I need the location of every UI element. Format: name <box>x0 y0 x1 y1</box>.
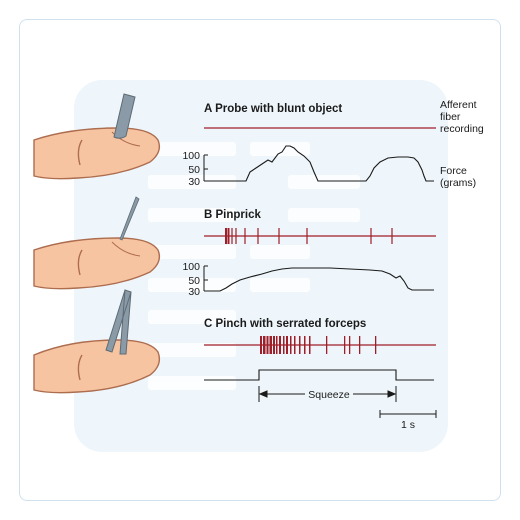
afferent-label-line1: Afferent <box>440 99 477 111</box>
panel-a-force-trace <box>208 145 434 182</box>
finger-a <box>33 127 161 180</box>
time-scale-label: 1 s <box>401 419 415 431</box>
panel-c-title: C Pinch with serrated forceps <box>204 318 366 330</box>
pin-icon <box>119 196 140 241</box>
time-scale-bar <box>379 410 437 418</box>
panel-b-title: B Pinprick <box>204 209 261 221</box>
squeeze-label: Squeeze <box>308 389 350 401</box>
panel-b-force-trace <box>208 267 434 292</box>
tick-label-50-b: 50 <box>188 275 200 287</box>
panel-c-force-trace <box>204 369 434 381</box>
finger-pinprick-illustration <box>33 196 161 290</box>
panel-a-title: A Probe with blunt object <box>204 103 342 115</box>
tick-label-100-b: 100 <box>182 261 200 273</box>
forceps-icon <box>105 289 132 355</box>
afferent-label-line2: fiber <box>440 111 461 123</box>
panel-b-spikes <box>225 228 393 244</box>
finger-probe-illustration <box>33 93 161 180</box>
tick-label-50: 50 <box>188 164 200 176</box>
squeeze-bracket <box>258 386 397 402</box>
placeholder-boxes <box>148 142 360 390</box>
tick-label-30-b: 30 <box>188 286 200 298</box>
finger-pinch-illustration <box>33 289 161 394</box>
force-label-line2: (grams) <box>440 177 476 189</box>
tick-label-30: 30 <box>188 176 200 188</box>
blunt-probe-icon <box>113 93 136 139</box>
panel-a-force-axis: 100 50 30 <box>182 150 208 188</box>
finger-b <box>33 237 161 290</box>
afferent-label-line3: recording <box>440 123 484 135</box>
panel-b-force-axis: 100 50 30 <box>182 261 208 298</box>
force-label-line1: Force <box>440 165 467 177</box>
finger-c <box>33 339 161 394</box>
panel-c-spikes <box>260 336 377 354</box>
tick-label-100: 100 <box>182 150 200 162</box>
figure-background-panel <box>74 80 448 452</box>
